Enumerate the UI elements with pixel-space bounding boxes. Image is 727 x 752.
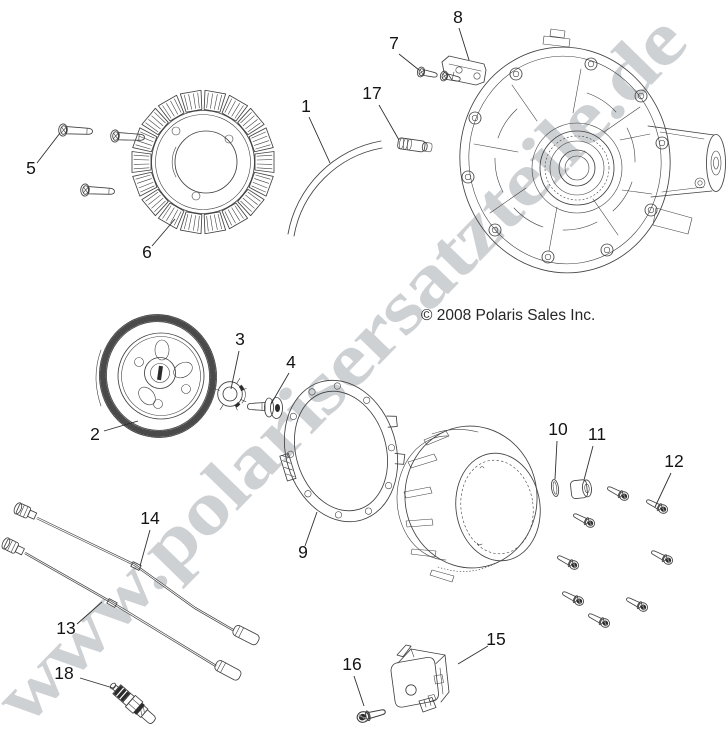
flywheel	[95, 314, 217, 438]
wire-bracket	[441, 55, 487, 86]
callout-5: 5	[26, 158, 36, 178]
flywheel-bolt	[247, 397, 283, 419]
callout-7: 7	[389, 33, 399, 53]
callout-18: 18	[54, 663, 73, 683]
dowel-pin	[397, 137, 433, 153]
callout-17: 17	[362, 83, 381, 103]
spark-plug-wire-lower	[1, 537, 242, 681]
crankcase-bolt-bosses	[461, 57, 669, 264]
coil-bolt	[355, 705, 388, 725]
callout-labels: 1 2 3 4 5 6 7 8 9 10 11 12 13 14 15 16 1…	[26, 7, 684, 683]
callout-10: 10	[548, 419, 568, 439]
spark-plug-wire-upper	[13, 502, 260, 646]
flywheel-washer	[213, 378, 247, 411]
cover-screws	[555, 483, 675, 630]
callout-13: 13	[56, 618, 75, 638]
cotter-pin	[550, 479, 560, 497]
callout-6: 6	[142, 242, 152, 262]
callout-9: 9	[298, 542, 308, 562]
ignition-coil	[390, 644, 450, 713]
grommet-plug	[570, 479, 592, 500]
bracket-screws	[416, 65, 462, 85]
callout-8: 8	[453, 7, 463, 27]
callout-15: 15	[486, 629, 505, 649]
copyright-text: © 2008 Polaris Sales Inc.	[421, 307, 595, 324]
callout-12: 12	[664, 451, 683, 471]
callout-14: 14	[140, 508, 160, 528]
stator	[131, 89, 275, 235]
cover-gasket	[279, 379, 406, 523]
callout-11: 11	[588, 424, 606, 444]
magneto-cover	[396, 425, 541, 583]
leader-lines	[36, 27, 672, 707]
callout-1: 1	[301, 96, 311, 116]
seal-ring	[287, 140, 383, 237]
crankcase	[459, 28, 726, 274]
crankcase-extension	[619, 125, 726, 235]
spark-plug	[109, 682, 156, 724]
callout-3: 3	[235, 329, 245, 349]
callout-16: 16	[342, 654, 361, 674]
callout-2: 2	[90, 424, 100, 444]
callout-4: 4	[286, 352, 296, 372]
